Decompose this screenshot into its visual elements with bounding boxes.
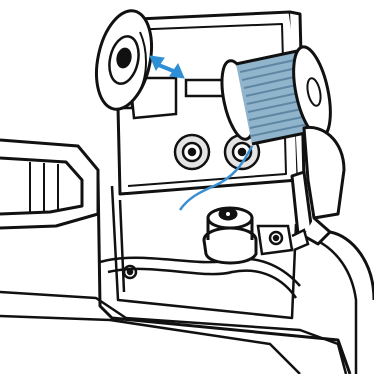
machine-left-arm (0, 140, 98, 228)
bobbin-winder (204, 208, 256, 263)
